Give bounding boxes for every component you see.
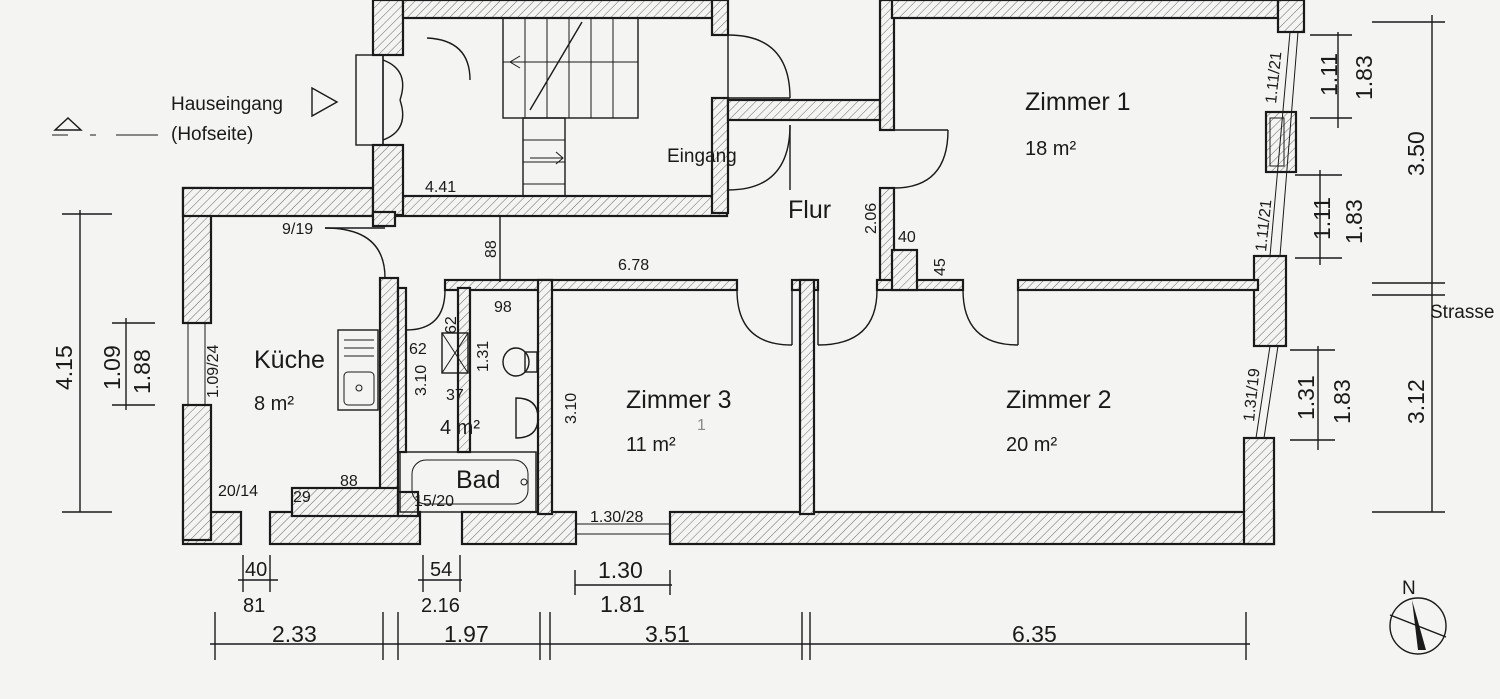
dim-81: 81 — [243, 595, 265, 617]
bad-area: 4 m² — [440, 417, 480, 439]
dim-3-10-b: 3.10 — [563, 393, 580, 424]
dim-1-30-28: 1.30/28 — [590, 509, 643, 526]
dim-62-a: 62 — [443, 316, 460, 334]
dim-3-12: 3.12 — [1403, 379, 1429, 424]
zimmer3-name: Zimmer 3 — [626, 386, 732, 414]
dim-1-83-a: 1.83 — [1351, 55, 1377, 100]
bad-name: Bad — [456, 466, 500, 494]
dim-1-11-b: 1.11 — [1309, 197, 1335, 240]
dim-62-b: 62 — [409, 341, 427, 358]
dim-6-78: 6.78 — [618, 257, 649, 274]
dim-1-11-21-b: 1.11/21 — [1253, 199, 1275, 253]
zimmer2-area: 20 m² — [1006, 434, 1057, 456]
walls — [181, 0, 1306, 546]
dim-1-09-24: 1.09/24 — [205, 345, 222, 398]
dimension-labels: 4.41 6.78 9/19 88 98 62 62 1.31 37 3.10 … — [51, 51, 1429, 647]
dim-1-31-b: 1.31 — [1293, 375, 1319, 420]
dim-3-51: 3.51 — [645, 621, 690, 647]
dim-1-31-a: 1.31 — [475, 341, 492, 372]
strasse-label: Strasse — [1430, 302, 1494, 323]
dim-88-b: 88 — [340, 473, 358, 490]
dim-29: 29 — [293, 489, 311, 506]
zimmer3-mark: 1 — [697, 417, 706, 434]
dim-37: 37 — [446, 387, 464, 404]
dim-98: 98 — [494, 299, 512, 316]
north-label: N — [1402, 578, 1416, 599]
dim-1-11-a: 1.11 — [1316, 53, 1342, 96]
dim-15-20: 15/20 — [414, 493, 454, 510]
north-arrow: N — [1389, 578, 1447, 655]
dim-4-15: 4.15 — [51, 345, 77, 390]
dim-88-a: 88 — [483, 240, 500, 258]
dim-1-88: 1.88 — [129, 349, 155, 394]
zimmer1-name: Zimmer 1 — [1025, 88, 1131, 116]
staircase — [502, 17, 639, 197]
hauseingang-label: Hauseingang — [171, 94, 283, 115]
dim-1-83-b: 1.83 — [1341, 199, 1367, 244]
dim-1-30: 1.30 — [598, 557, 643, 583]
doors — [324, 34, 1019, 346]
zimmer1-area: 18 m² — [1025, 138, 1076, 160]
dim-9-19: 9/19 — [282, 221, 313, 238]
flur-name: Flur — [788, 196, 831, 224]
dim-1-81: 1.81 — [600, 591, 645, 617]
windows — [187, 31, 1299, 535]
dim-20-14: 20/14 — [218, 483, 258, 500]
dim-54: 54 — [430, 559, 452, 581]
dim-1-83-c: 1.83 — [1329, 379, 1355, 424]
dim-2-06: 2.06 — [863, 203, 880, 234]
eingang-name: Eingang — [667, 146, 737, 167]
dim-4-41: 4.41 — [425, 179, 456, 196]
dim-1-97: 1.97 — [444, 621, 489, 647]
kueche-name: Küche — [254, 346, 325, 374]
fixtures — [337, 329, 539, 513]
dim-1-09: 1.09 — [99, 345, 125, 390]
zimmer2-name: Zimmer 2 — [1006, 386, 1112, 414]
dim-1-31-19: 1.31/19 — [1241, 367, 1263, 422]
kueche-area: 8 m² — [254, 393, 294, 415]
dim-6-35: 6.35 — [1012, 621, 1057, 647]
zimmer3-area: 11 m² — [626, 434, 676, 456]
entrance-door — [355, 37, 471, 146]
dim-45: 45 — [932, 258, 949, 276]
dim-3-50: 3.50 — [1403, 131, 1429, 176]
dim-3-10-a: 3.10 — [413, 365, 430, 396]
dim-1-11-21-a: 1.11/21 — [1263, 51, 1285, 105]
dimension-lines — [52, 15, 1445, 660]
hofseite-label: (Hofseite) — [171, 124, 253, 145]
dim-40-b: 40 — [245, 559, 267, 581]
dim-2-16: 2.16 — [421, 595, 460, 617]
dim-40-a: 40 — [898, 229, 916, 246]
dim-2-33: 2.33 — [272, 621, 317, 647]
